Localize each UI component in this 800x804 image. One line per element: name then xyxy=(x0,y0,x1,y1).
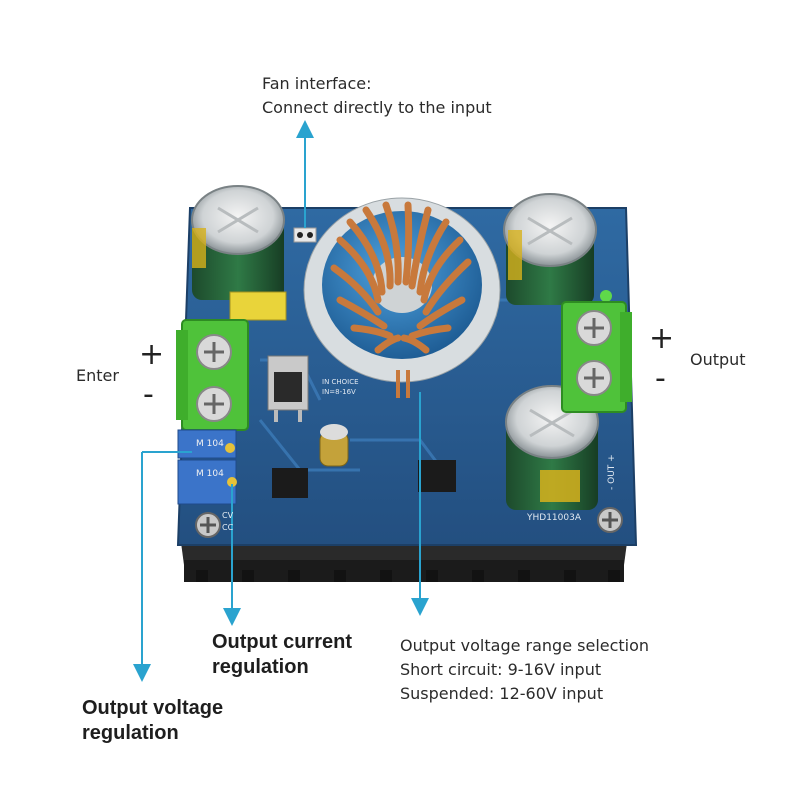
input-label: Enter xyxy=(76,366,119,385)
voltage-regulation-line2: regulation xyxy=(82,722,179,744)
ic-chip xyxy=(418,460,456,492)
cc-marking: CC xyxy=(222,523,234,532)
output-plus-sign: + xyxy=(649,321,675,356)
current-regulation-line1: Output current xyxy=(212,631,352,653)
input-minus-sign: - xyxy=(143,377,154,412)
arrow-up-icon xyxy=(296,120,314,138)
adjust-screw-icon xyxy=(227,477,237,487)
in-choice-marking: IN CHOICE xyxy=(322,378,359,386)
pot-marking-2: M 104 xyxy=(196,469,224,479)
output-minus-sign: - xyxy=(655,361,666,396)
adjust-screw-icon xyxy=(225,443,235,453)
mosfet xyxy=(267,355,309,422)
potentiometers xyxy=(177,429,237,505)
annotation-arrows xyxy=(133,120,429,682)
board-model-marking: YHD11003A xyxy=(526,513,582,523)
voltage-regulation-line1: Output voltage xyxy=(82,697,224,719)
pot-marking-1: M 104 xyxy=(196,439,224,449)
cv-marking: CV xyxy=(222,511,234,520)
range-selection-title: Output voltage range selection xyxy=(400,636,650,655)
fuse xyxy=(229,291,287,321)
fan-connector xyxy=(293,227,317,243)
small-capacitor xyxy=(319,424,349,467)
led-icon xyxy=(600,290,612,302)
in-range-marking: IN=8-16V xyxy=(322,388,356,396)
range-suspended: Suspended: 12-60V input xyxy=(400,684,604,703)
toroid-inductor xyxy=(303,197,501,398)
current-regulation-line2: regulation xyxy=(212,656,309,678)
range-short-circuit: Short circuit: 9-16V input xyxy=(400,660,602,679)
output-label: Output xyxy=(690,350,746,369)
out-marking: - OUT + xyxy=(607,454,617,490)
input-terminal-block xyxy=(176,319,249,431)
output-terminal-block xyxy=(561,301,632,413)
fan-interface-title: Fan interface: xyxy=(262,74,372,93)
output-capacitor-1 xyxy=(503,193,597,305)
arrow-down-icon xyxy=(133,664,151,682)
input-plus-sign: + xyxy=(139,337,165,372)
arrow-down-icon xyxy=(411,598,429,616)
fan-interface-desc: Connect directly to the input xyxy=(262,98,492,117)
ic-chip xyxy=(272,468,308,498)
arrow-down-icon xyxy=(223,608,241,626)
input-capacitor xyxy=(191,185,285,300)
